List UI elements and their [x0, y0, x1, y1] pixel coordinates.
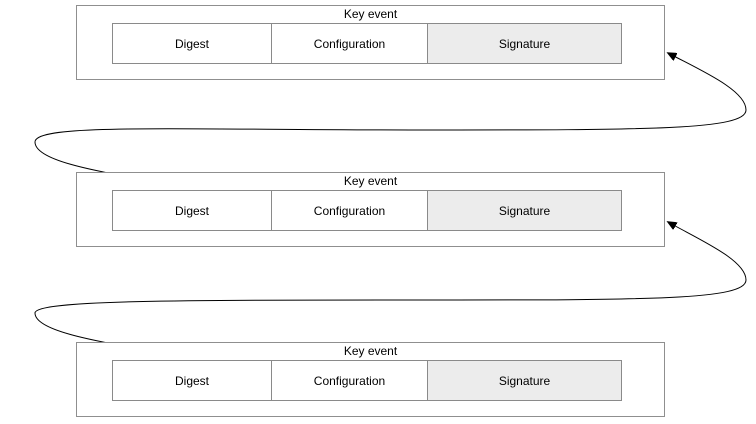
key-event-title: Key event: [343, 344, 398, 358]
configuration-field: Configuration: [272, 361, 428, 400]
signature-field: Signature: [428, 191, 621, 230]
digest-field: Digest: [113, 24, 272, 63]
key-event-box-2: Key event Digest Configuration Signature: [76, 172, 665, 247]
configuration-field: Configuration: [272, 24, 428, 63]
key-event-fields: Digest Configuration Signature: [112, 360, 622, 401]
key-event-title: Key event: [343, 174, 398, 188]
signature-field: Signature: [428, 24, 621, 63]
signature-field: Signature: [428, 361, 621, 400]
digest-field: Digest: [113, 361, 272, 400]
key-event-box-3: Key event Digest Configuration Signature: [76, 342, 665, 417]
digest-field: Digest: [113, 191, 272, 230]
key-event-title: Key event: [343, 7, 398, 21]
configuration-field: Configuration: [272, 191, 428, 230]
key-event-fields: Digest Configuration Signature: [112, 23, 622, 64]
key-event-box-1: Key event Digest Configuration Signature: [76, 5, 665, 80]
key-event-fields: Digest Configuration Signature: [112, 190, 622, 231]
